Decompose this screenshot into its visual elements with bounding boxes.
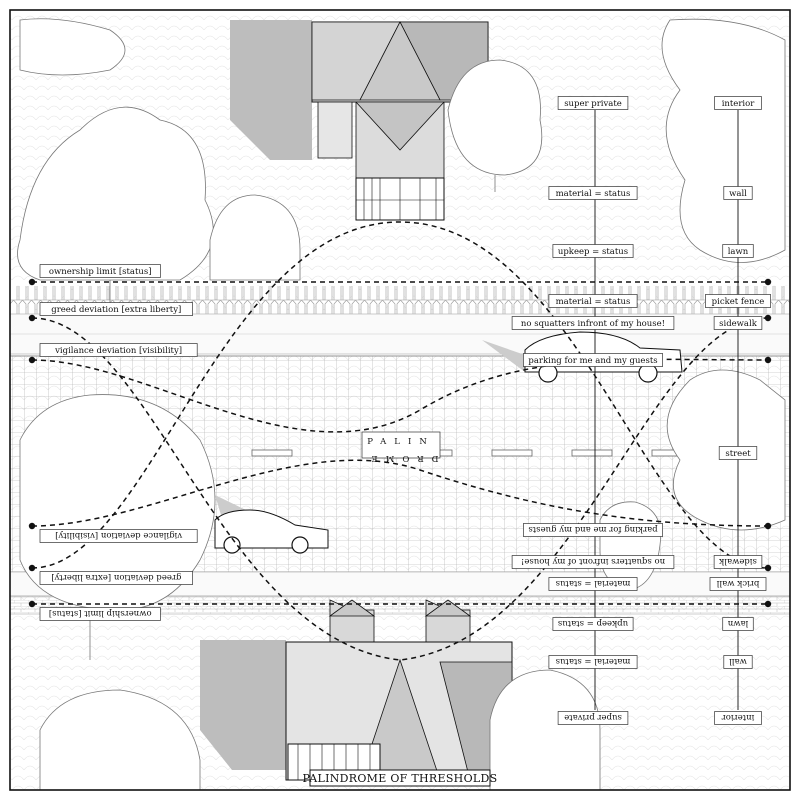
- left-label-top-1: greed deviation [extra liberty]: [39, 302, 193, 316]
- right-label-top-1-text: wall: [729, 189, 747, 199]
- center-label-top-1-text: material = status: [556, 189, 631, 199]
- house-bottom: [200, 599, 513, 781]
- right-label-bottom-0-text: sidewalk: [718, 556, 757, 566]
- right-label-bottom-1: brick wall: [709, 577, 767, 591]
- center-label-top-4-text: no squatters infront of my house!: [521, 319, 665, 329]
- left-label-top-2: vigilance deviation [visibility]: [39, 343, 198, 357]
- left-label-top-0: ownership limit [status]: [39, 264, 161, 278]
- right-label-top-2: lawn: [722, 244, 754, 258]
- vigilance-curve-bottom: [31, 459, 769, 527]
- center-label-top-0-text: super private: [564, 99, 622, 109]
- road-palindrome: PALIN DROME: [361, 431, 441, 463]
- right-label-bottom-3-text: wall: [729, 656, 747, 666]
- right-label-bottom-0: sidewalk: [713, 555, 763, 569]
- right-label-top-1: wall: [723, 186, 753, 200]
- left-label-top-0-text: ownership limit [status]: [49, 267, 152, 277]
- right-label-bottom-2-text: lawn: [727, 618, 748, 628]
- center-label-top-5-text: parking for me and my guests: [528, 356, 657, 366]
- right-label-top-5: street: [718, 446, 758, 460]
- center-label-bottom-0: parking for me and my guests: [523, 523, 663, 537]
- center-label-top-2-text: upkeep = status: [558, 247, 628, 257]
- center-label-top-4: no squatters infront of my house!: [511, 316, 675, 330]
- center-label-bottom-5-text: super private: [564, 712, 622, 722]
- greed-curve-bottom: [31, 221, 769, 569]
- right-label-bottom-2: lawn: [722, 617, 754, 631]
- road-text-bottom: DROME: [363, 453, 438, 463]
- right-label-top-3-text: picket fence: [712, 297, 765, 307]
- right-label-top-4-text: sidewalk: [719, 319, 758, 329]
- frame: [9, 9, 791, 791]
- right-label-top-0: interior: [714, 96, 762, 110]
- center-label-bottom-0-text: parking for me and my guests: [528, 524, 657, 534]
- left-label-top-2-text: vigilance deviation [visibility]: [54, 346, 182, 356]
- left-label-bottom-2: ownership limit [status]: [39, 607, 161, 621]
- road-text-top: PALIN: [367, 437, 435, 447]
- right-label-top-3: picket fence: [705, 294, 771, 308]
- center-label-bottom-3: upkeep = status: [552, 617, 634, 631]
- center-label-bottom-2: material = status: [548, 577, 638, 591]
- labels: ownership limit [status] greed deviation …: [39, 96, 771, 725]
- right-label-top-0-text: interior: [722, 99, 756, 109]
- right-label-bottom-1-text: brick wall: [716, 578, 759, 588]
- left-label-bottom-2-text: ownership limit [status]: [49, 608, 152, 618]
- center-label-top-2: upkeep = status: [552, 244, 634, 258]
- endpoint-dots: [28, 278, 772, 608]
- center-label-bottom-3-text: upkeep = status: [558, 618, 628, 628]
- greed-curve-top: [31, 317, 769, 661]
- center-label-bottom-5: super private: [557, 711, 629, 725]
- center-label-bottom-4-text: material = status: [556, 656, 631, 666]
- title-box: [309, 769, 491, 787]
- center-label-bottom-1: no squatters infront of my house!: [511, 555, 675, 569]
- diagram-title: PALINDROME OF THRESHOLDS: [303, 772, 498, 785]
- center-label-bottom-1-text: no squatters infront of my house!: [521, 556, 665, 566]
- right-label-top-2-text: lawn: [728, 247, 749, 257]
- left-label-bottom-0-text: vigilance deviation [visibility]: [55, 530, 183, 540]
- left-label-bottom-0: vigilance deviation [visibility]: [39, 529, 198, 543]
- center-label-bottom-2-text: material = status: [556, 578, 631, 588]
- right-label-top-4: sidewalk: [713, 316, 763, 330]
- left-label-top-1-text: greed deviation [extra liberty]: [51, 305, 181, 315]
- right-label-bottom-3: wall: [723, 655, 753, 669]
- left-label-bottom-1: greed deviation [extra liberty]: [39, 571, 193, 585]
- center-label-top-1: material = status: [548, 186, 638, 200]
- center-label-top-3: material = status: [548, 294, 638, 308]
- car-bottom: [214, 495, 329, 554]
- center-label-top-5: parking for me and my guests: [523, 353, 663, 367]
- house-top: [230, 20, 489, 221]
- column-connectors: [594, 110, 739, 710]
- left-label-bottom-1-text: greed deviation [extra liberty]: [51, 572, 181, 582]
- center-label-top-3-text: material = status: [556, 297, 631, 307]
- center-label-bottom-4: material = status: [548, 655, 638, 669]
- right-label-bottom-4-text: interior: [721, 712, 755, 722]
- right-label-top-5-text: street: [725, 449, 751, 459]
- right-label-bottom-4: interior: [714, 711, 762, 725]
- center-label-top-0: super private: [557, 96, 629, 110]
